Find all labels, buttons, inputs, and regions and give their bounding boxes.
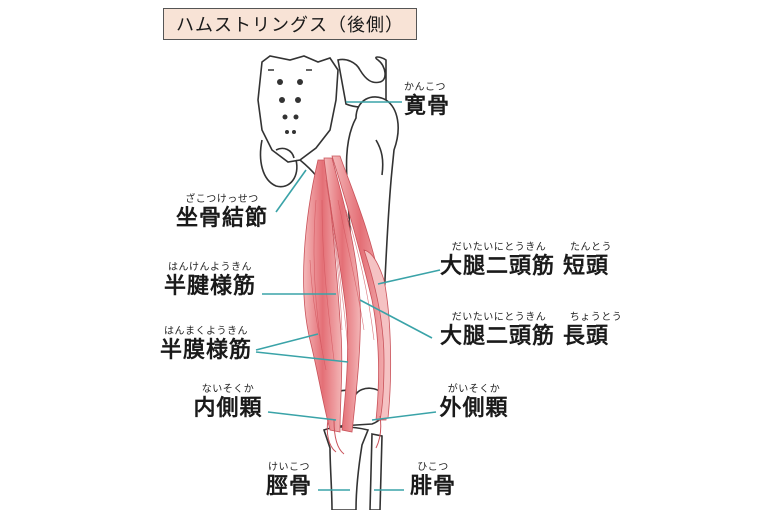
hamstring-muscles [303,155,392,433]
text-biceps-long-1: 大腿二頭筋 [440,324,556,349]
label-semitendinosus: はんけんようきん 半腱様筋 [160,262,260,300]
label-biceps-short-head: だいたいにとうきん たんとう 大腿二頭筋 短頭 [440,242,616,280]
text-semimembranosus: 半膜様筋 [159,338,252,363]
leader-lateral-condyle [371,411,437,421]
ruby-biceps-short-2: たんとう [570,242,612,253]
text-biceps-long-2: 長頭 [563,324,610,349]
leader-lines [255,101,441,491]
ruby-semitendinosus: はんけんようきん [168,262,252,273]
ruby-semimembranosus: はんまくようきん [164,326,248,337]
ruby-medial-condyle: ないそくか [201,384,255,395]
leader-biceps-long [359,299,433,339]
text-biceps-short-2: 短頭 [563,254,610,279]
label-medial-condyle: ないそくか 内側顆 [190,384,266,422]
ruby-ischial: ざこつけっせつ [185,194,259,205]
text-ilium: 寛骨 [404,94,451,119]
label-lateral-condyle: がいそくか 外側顆 [436,384,512,422]
label-fibula: ひこつ 腓骨 [406,462,460,500]
leader-ischial [275,169,307,213]
muscle-fibers [309,179,375,371]
ruby-lateral-condyle: がいそくか [447,384,501,395]
text-tibia: 脛骨 [265,474,312,499]
text-biceps-short-1: 大腿二頭筋 [440,254,556,279]
leader-biceps-short [377,269,441,285]
lower-leg-bones [323,426,383,510]
diagram-title: ハムストリングス（後側） [163,8,417,40]
text-fibula: 腓骨 [409,474,456,499]
leader-medial-condyle [267,411,337,421]
label-ischial-tuberosity: ざこつけっせつ 坐骨結節 [172,194,272,232]
ruby-biceps-short-1: だいたいにとうきん [451,242,547,253]
sacrum-foramina [268,69,312,134]
text-lateral-condyle: 外側顆 [439,396,509,421]
text-medial-condyle: 内側顆 [193,396,263,421]
ruby-fibula: ひこつ [417,462,449,473]
ruby-biceps-long-2: ちょうとう [569,312,623,323]
text-ischial: 坐骨結節 [175,206,268,231]
text-semitendinosus: 半腱様筋 [163,274,256,299]
semimembranosus-muscle [303,159,343,433]
label-biceps-long-head: だいたいにとうきん ちょうとう 大腿二頭筋 長頭 [440,312,626,350]
leader-semimembranosus-a [255,333,319,351]
ruby-biceps-long-1: だいたいにとうきん [451,312,547,323]
ruby-ilium: かんこつ [404,82,446,93]
leader-semimembranosus-b [255,351,349,363]
ruby-tibia: けいこつ [268,462,310,473]
label-tibia: けいこつ 脛骨 [262,462,316,500]
semitendinosus-muscle [323,157,361,433]
label-semimembranosus: はんまくようきん 半膜様筋 [156,326,256,364]
label-ilium: かんこつ 寛骨 [404,82,450,120]
